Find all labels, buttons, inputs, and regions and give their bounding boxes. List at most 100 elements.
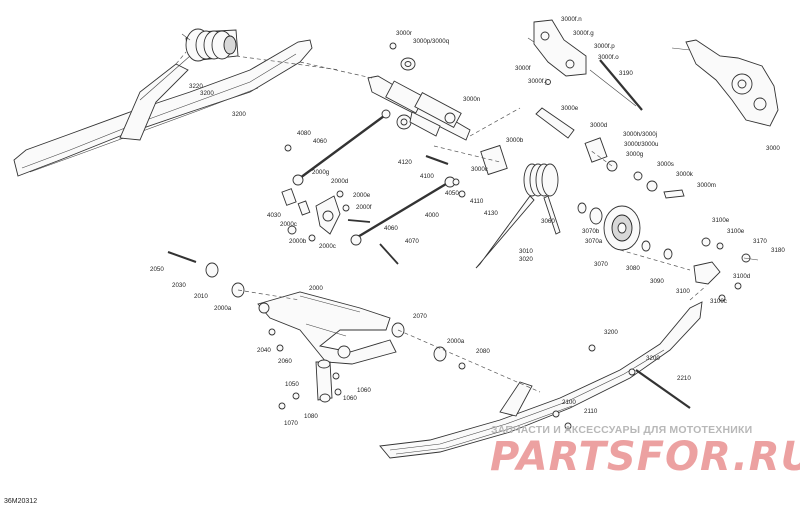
ref-label: 3060	[541, 218, 555, 225]
ref-label: 3000c	[471, 166, 488, 173]
ref-label: 3080	[626, 265, 640, 272]
bracket-3000f	[527, 19, 637, 107]
ref-label: 2050	[150, 266, 164, 273]
ref-label: 3000h/3000j	[623, 131, 657, 138]
ref-label: 2000d	[331, 178, 349, 185]
ref-label: 2000a	[214, 305, 232, 312]
ref-label: 3100	[676, 288, 690, 295]
ref-label: 2210	[677, 375, 691, 382]
bolt-4120	[425, 154, 466, 198]
rod-2210	[635, 369, 691, 409]
ref-label: 3180	[771, 247, 785, 254]
rod-4000	[350, 176, 456, 246]
ref-label: 4100	[420, 173, 434, 180]
ref-label: 3070b	[582, 228, 600, 235]
left-shock-spring	[139, 28, 239, 101]
rod-4060	[292, 109, 391, 186]
ref-label: 2000c	[319, 243, 336, 250]
ref-label: 3200	[200, 90, 214, 97]
left-slide-rail	[13, 39, 313, 177]
ref-label: 3000t/3000u	[624, 141, 659, 148]
ref-label: 3000f.o	[598, 54, 619, 61]
ref-label: 3000f.g	[573, 30, 594, 37]
ref-label: 3100c	[710, 298, 727, 305]
ref-label: 4070	[405, 238, 419, 245]
ref-label: 1050	[285, 381, 299, 388]
ref-label: 2070	[413, 313, 427, 320]
ref-label: 4030	[267, 212, 281, 219]
document-id: 36M20312	[4, 498, 38, 505]
ref-label: 2000e	[353, 192, 371, 199]
ref-label: 3000e	[561, 105, 579, 112]
ref-label: 2010	[194, 293, 208, 300]
ref-label: 3200	[604, 329, 618, 336]
ref-label: 2000	[309, 285, 323, 292]
ref-label: 3170	[753, 238, 767, 245]
ref-label: 2100	[562, 399, 576, 406]
rear-shock-3000n	[367, 75, 471, 141]
ref-label: 4110	[470, 198, 484, 205]
ref-label: 4060	[384, 225, 398, 232]
bracket-2000	[281, 188, 371, 242]
ref-label: 3000	[766, 145, 780, 152]
ref-label: 3100d	[733, 273, 751, 280]
ref-label: 2080	[476, 348, 490, 355]
nut-4080	[284, 144, 292, 152]
front-arm-2000	[257, 291, 397, 365]
bolt-4070	[379, 243, 399, 265]
ref-label: 1060	[343, 395, 357, 402]
ref-label: 3000f	[515, 65, 531, 72]
ref-label: 3090	[650, 278, 664, 285]
assembly-guides	[175, 51, 707, 393]
watermark-logo: PARTSFOR.RU	[490, 434, 800, 480]
ref-label: 4000	[425, 212, 439, 219]
ref-label: 3000f.p	[594, 43, 615, 50]
ref-label: 3000k	[676, 171, 694, 178]
ref-label: 1060	[357, 387, 371, 394]
torsion-spring-3010	[475, 163, 561, 269]
bracket-3100	[693, 237, 759, 302]
ref-label: 4120	[398, 159, 412, 166]
ref-label: 3220	[189, 83, 203, 90]
ref-label: 4080	[297, 130, 311, 137]
ref-label: 3070a	[585, 238, 603, 245]
ref-label: 3000s	[657, 161, 674, 168]
idler-wheel-3070	[577, 202, 673, 260]
ref-label: 2000f	[356, 204, 372, 211]
ref-label: 2110	[584, 408, 598, 415]
ref-label: 2040	[257, 347, 271, 354]
ref-label: 3000d	[590, 122, 608, 129]
ref-label: 4050	[445, 190, 459, 197]
ref-label: 3200	[646, 355, 660, 362]
ref-label: 2000g	[312, 169, 330, 176]
ref-label: 3000g	[626, 151, 644, 158]
watermark-tagline: ЗАПЧАСТИ И АКСЕССУАРЫ ДЛЯ МОТОТЕХНИКИ	[491, 424, 753, 436]
ref-label: 3000f.j	[528, 78, 547, 85]
ref-label: 4060	[313, 138, 327, 145]
right-slide-rail	[379, 301, 703, 459]
ref-label: 2000c	[280, 221, 297, 228]
shock-body-3000	[671, 39, 779, 127]
ref-label: 3190	[619, 70, 633, 77]
ref-label: 3000b	[506, 137, 524, 144]
ref-label: 3000m	[697, 182, 716, 189]
ref-label: 3020	[519, 256, 533, 263]
reference-labels: 3000r 3000p/3000q 3000f.n 3000f.g 3000f.…	[150, 16, 785, 427]
ref-label: 3100e	[727, 228, 745, 235]
ref-label: 2030	[172, 282, 186, 289]
ref-label: 2000b	[289, 238, 307, 245]
ref-label: 3000n	[463, 96, 481, 103]
ref-label: 1080	[304, 413, 318, 420]
ref-label: 3070	[594, 261, 608, 268]
spring-preload-nut	[389, 42, 416, 71]
ref-label: 3010	[519, 248, 533, 255]
ref-label: 3000p/3000q	[413, 38, 450, 45]
ref-label: 3100e	[712, 217, 730, 224]
ref-label: 3000f.n	[561, 16, 582, 23]
spacer-3000b	[480, 144, 508, 176]
ref-label: 3000r	[396, 30, 412, 37]
shaft-3000e	[535, 107, 685, 199]
ref-label: 2000a	[447, 338, 465, 345]
ref-label: 4130	[484, 210, 498, 217]
